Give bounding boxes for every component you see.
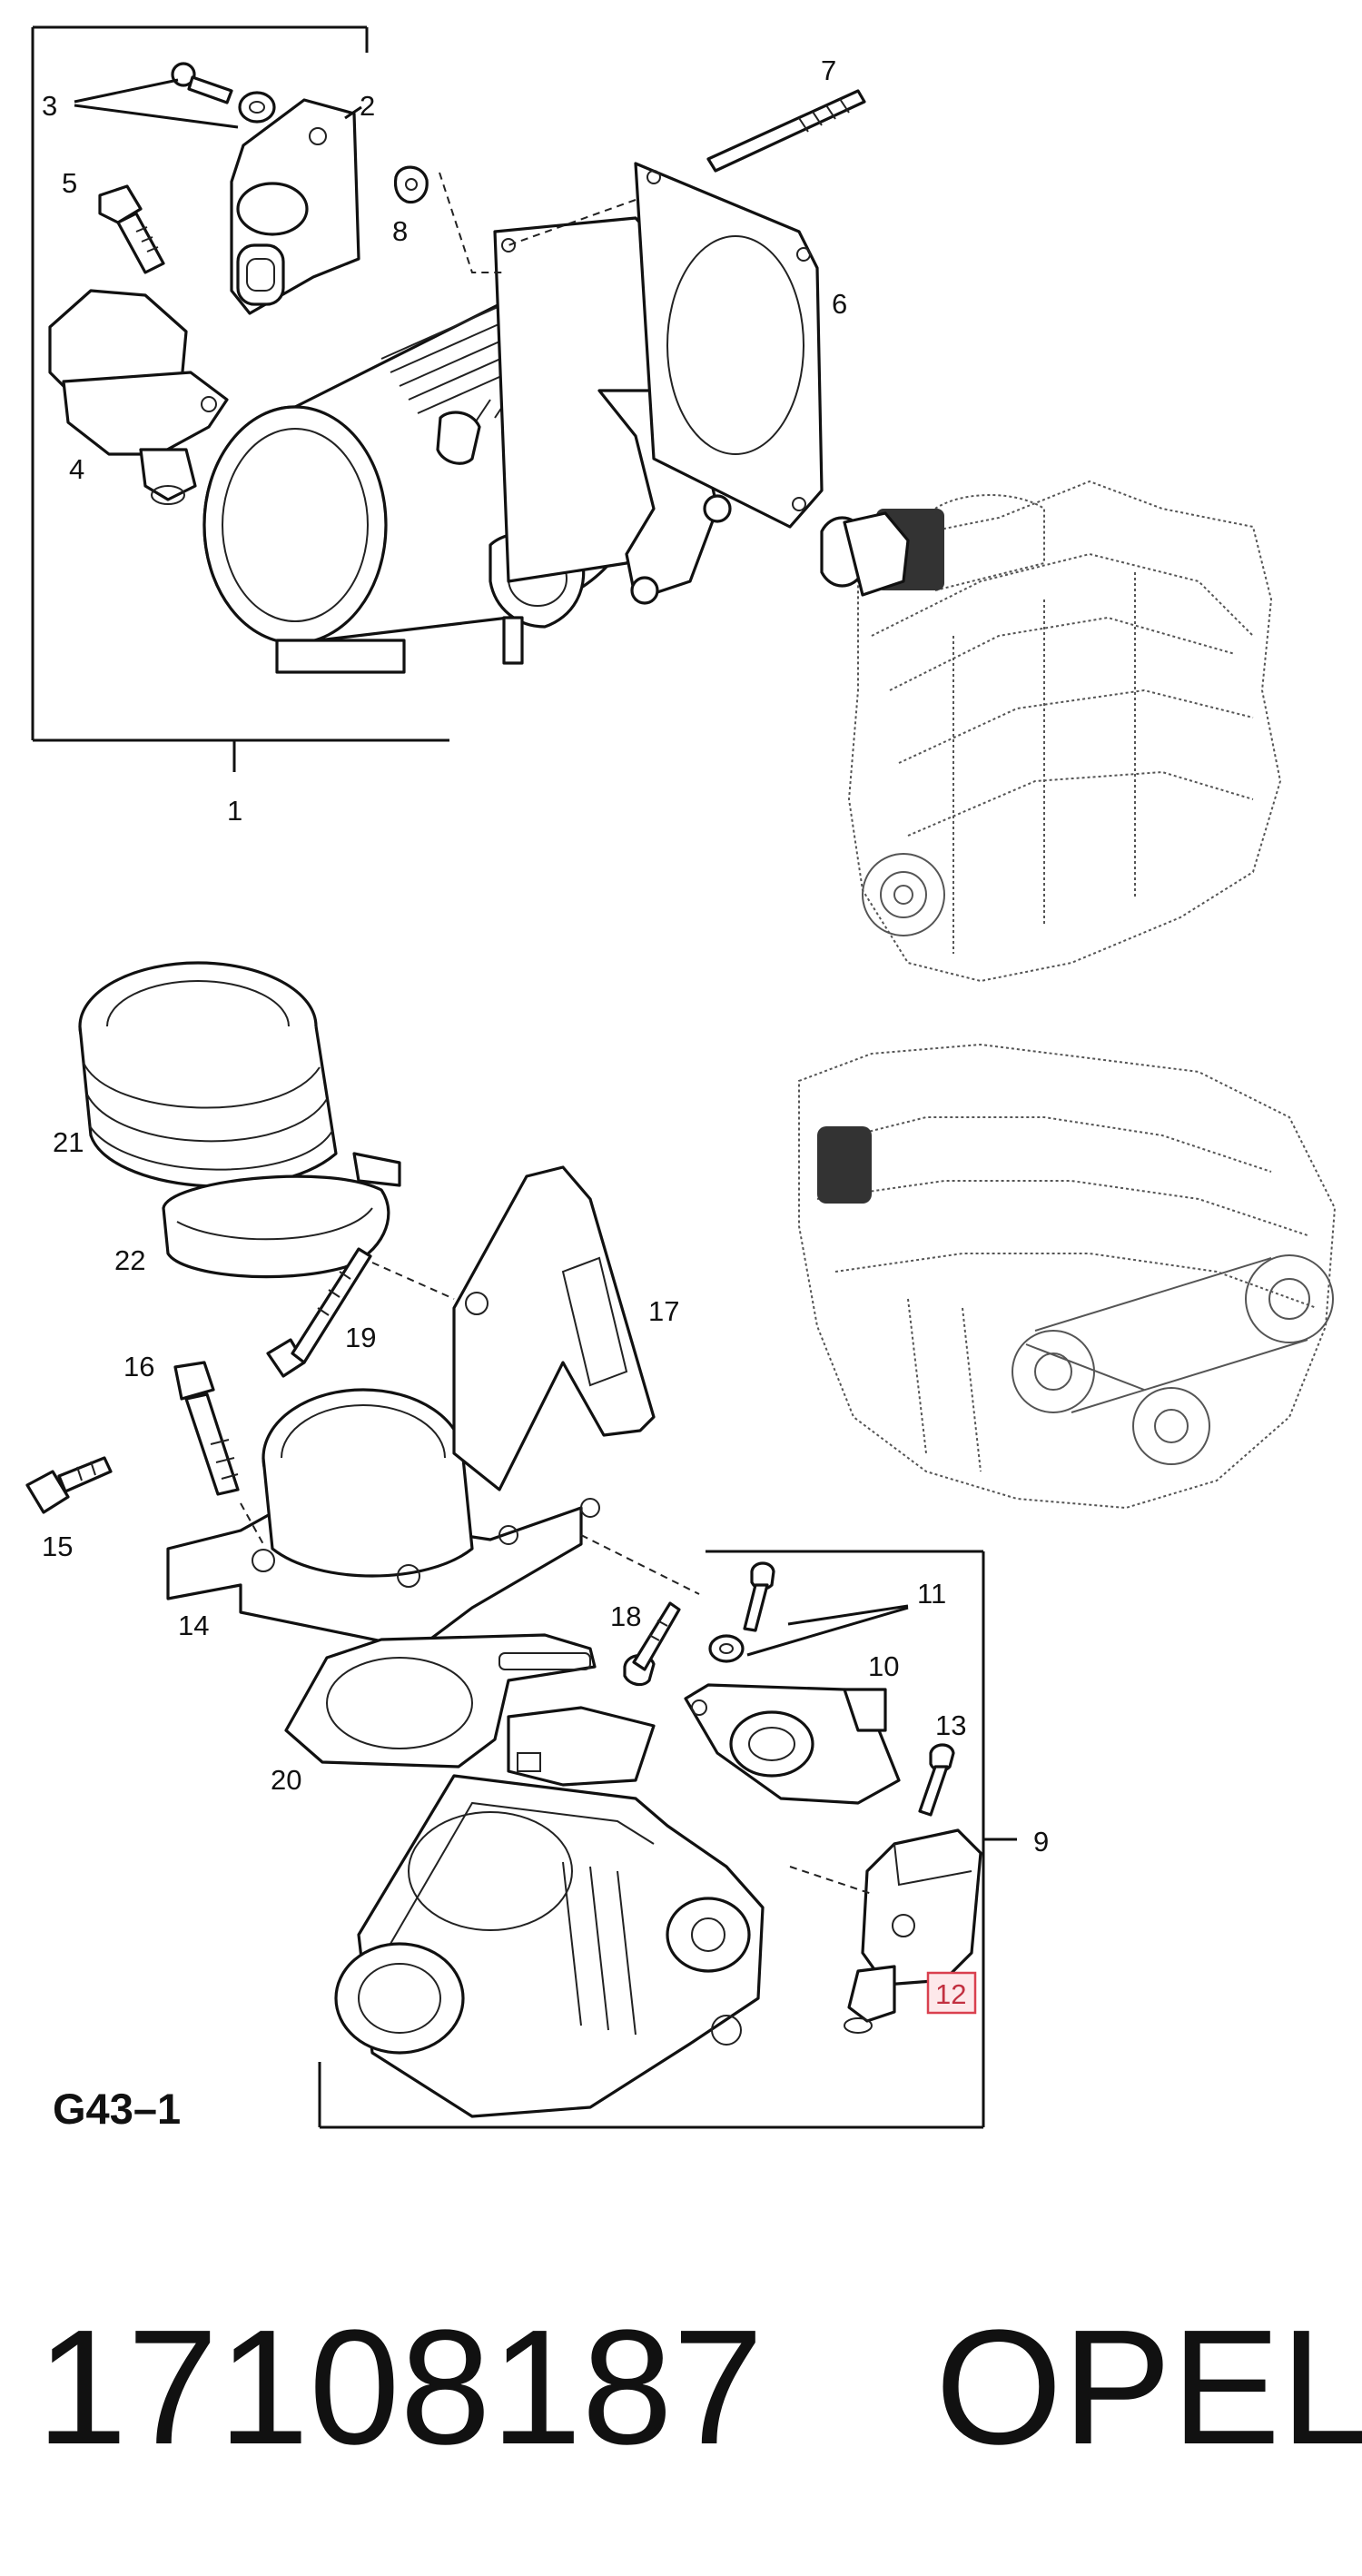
stud-7 [706, 89, 866, 173]
callout-21: 21 [53, 1126, 84, 1158]
part-number: 17108187 [36, 2296, 764, 2479]
clip-8 [393, 165, 429, 204]
gasket-6 [634, 162, 824, 529]
callout-20: 20 [271, 1764, 301, 1796]
assembly-1-frame [31, 25, 449, 772]
callout-5: 5 [62, 167, 77, 199]
adapter-14 [166, 1388, 583, 1650]
screw-13 [918, 1743, 955, 1817]
callout-16: 16 [123, 1351, 154, 1382]
sensor-2 [230, 98, 360, 315]
bracket-17 [452, 1165, 656, 1518]
callout-2: 2 [360, 90, 375, 122]
callout-12: 12 [935, 1978, 966, 2010]
callout-9: 9 [1033, 1826, 1049, 1858]
gasket-20 [284, 1633, 597, 1769]
assembly-9-frame [318, 1550, 1017, 2129]
callout-13: 13 [935, 1709, 966, 1741]
callout-12-highlight[interactable]: 12 [926, 1971, 977, 2015]
callout-3: 3 [42, 90, 57, 122]
screw-washer-11 [708, 1561, 775, 1663]
callout-14: 14 [178, 1610, 209, 1641]
bolt-19 [266, 1247, 372, 1378]
leader-lines [74, 78, 909, 1895]
callout-22: 22 [114, 1244, 145, 1276]
clamp-22 [162, 1152, 401, 1279]
intake-bellows-21 [78, 961, 338, 1188]
screw-washer-3 [171, 62, 276, 124]
callout-7: 7 [821, 54, 836, 86]
bolt-15 [25, 1456, 113, 1514]
callout-4: 4 [69, 453, 84, 485]
bolt-5 [98, 184, 165, 274]
callout-19: 19 [345, 1322, 376, 1353]
idle-valve-4 [48, 289, 229, 505]
bolt-16 [173, 1361, 240, 1496]
callout-18: 18 [610, 1600, 641, 1632]
callout-11: 11 [917, 1578, 946, 1610]
engine-sketch-bottom [798, 1043, 1337, 1510]
callout-labels: 1 2 3 4 5 6 7 8 9 10 11 13 14 15 16 17 1… [42, 54, 1049, 2015]
throttle-body-1 [202, 216, 732, 674]
callout-10: 10 [868, 1650, 899, 1682]
diagram-code: G43–1 [53, 2085, 181, 2133]
throttle-body-9 [334, 1706, 765, 2118]
callout-8: 8 [392, 215, 408, 247]
highlight-box [926, 1971, 977, 2015]
brand-name: OPEL [935, 2296, 1362, 2479]
bolt-18 [623, 1601, 681, 1687]
callout-6: 6 [832, 288, 847, 320]
callout-1: 1 [227, 795, 242, 827]
callout-15: 15 [42, 1531, 73, 1562]
callout-17: 17 [648, 1295, 679, 1327]
sensor-10 [684, 1683, 901, 1805]
engine-sketch-top [820, 480, 1282, 983]
